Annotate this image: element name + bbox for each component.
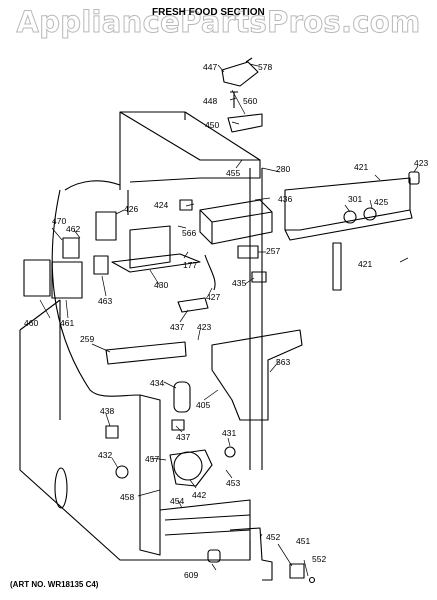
callout-454: 454: [170, 496, 184, 506]
part-463-block: [93, 255, 109, 275]
cabinet-left-opening: [54, 467, 68, 509]
part-431-grommet: [224, 446, 236, 458]
cabinet-frame-top-rail: [200, 159, 261, 179]
callout-437-upper: 437: [170, 322, 184, 332]
part-259-tube: [105, 341, 187, 365]
callout-427: 427: [206, 292, 220, 302]
art-number: (ART NO. WR18135 C4): [10, 580, 99, 589]
callout-450: 450: [205, 120, 219, 130]
part-552-screw: [308, 576, 316, 584]
part-421-small: [332, 242, 342, 291]
callout-462: 462: [66, 224, 80, 234]
callout-257: 257: [266, 246, 280, 256]
callout-430: 430: [154, 280, 168, 290]
part-448-screw: [230, 91, 238, 108]
part-435-clip: [251, 271, 267, 283]
callout-470: 470: [52, 216, 66, 226]
part-425-knob: [363, 207, 377, 221]
callout-423-mid: 423: [197, 322, 211, 332]
callout-424: 424: [154, 200, 168, 210]
part-430-bracket: [129, 225, 171, 269]
callout-437-lower: 437: [176, 432, 190, 442]
part-424-clip: [179, 199, 193, 211]
cabinet-bottom-channel: [164, 514, 251, 536]
callout-566: 566: [182, 228, 196, 238]
callout-421-top: 421: [354, 162, 368, 172]
part-452-bracket: [229, 527, 273, 581]
leader-lines: [39, 63, 419, 577]
part-442-bracket: [169, 449, 213, 487]
part-405-duct: [211, 329, 303, 421]
callout-426: 426: [124, 204, 138, 214]
callout-457: 457: [145, 454, 159, 464]
callout-560: 560: [243, 96, 257, 106]
part-421-panel-edge: [284, 209, 413, 241]
part-462-block: [62, 237, 80, 259]
callout-552: 552: [312, 554, 326, 564]
callout-421-right: 421: [358, 259, 372, 269]
cabinet-left-wall: [119, 112, 186, 190]
callout-463: 463: [98, 296, 112, 306]
part-436-face: [199, 209, 273, 244]
callout-423-top: 423: [414, 158, 428, 168]
callout-435: 435: [232, 278, 246, 288]
part-437-lower: [171, 419, 185, 431]
part-434-grille: [173, 381, 191, 413]
callout-461: 461: [60, 318, 74, 328]
part-426-block: [95, 211, 117, 241]
part-432-lamp: [115, 465, 129, 479]
callout-425: 425: [374, 197, 388, 207]
cabinet-floor: [159, 499, 251, 560]
cabinet-side-panel-inner: [19, 299, 61, 420]
callout-labels: 447 578 448 560 450 280 455 421 423 436 …: [24, 62, 428, 580]
part-609-clip: [207, 549, 221, 563]
callout-431: 431: [222, 428, 236, 438]
part-437-pad: [177, 297, 209, 313]
callout-280: 280: [276, 164, 290, 174]
part-461-block: [51, 261, 83, 299]
part-436-housing: [199, 199, 273, 245]
callout-432: 432: [98, 450, 112, 460]
callout-177: 177: [183, 260, 197, 270]
part-451-bracket: [289, 563, 305, 579]
part-450-bracket: [227, 113, 263, 133]
harness-wire-top: [64, 180, 121, 191]
part-438-button: [105, 425, 119, 439]
callout-455: 455: [226, 168, 240, 178]
callout-609: 609: [184, 570, 198, 580]
callout-434: 434: [150, 378, 164, 388]
cabinet-right-mullion: [249, 168, 263, 470]
part-578-screw: [245, 57, 253, 63]
part-430-base: [111, 253, 201, 273]
watermark: AppliancePartsPros.com: [16, 5, 421, 40]
callout-259: 259: [80, 334, 94, 344]
diagram-title: FRESH FOOD SECTION: [152, 7, 265, 18]
callout-442: 442: [192, 490, 206, 500]
callout-436: 436: [278, 194, 292, 204]
part-460-block: [23, 259, 51, 297]
callout-438: 438: [100, 406, 114, 416]
part-301-knob: [343, 210, 357, 224]
part-442-fan: [173, 451, 203, 481]
harness-wire-left: [51, 189, 141, 397]
callout-563: 563: [276, 357, 290, 367]
callout-301: 301: [348, 194, 362, 204]
cabinet-side-panel: [19, 330, 251, 561]
callout-460: 460: [24, 318, 38, 328]
callout-453: 453: [226, 478, 240, 488]
cabinet-back-wall: [127, 177, 201, 215]
callout-447: 447: [203, 62, 217, 72]
callout-448: 448: [203, 96, 217, 106]
callout-452: 452: [266, 532, 280, 542]
part-257-clip: [237, 245, 259, 259]
callout-458: 458: [120, 492, 134, 502]
cabinet-inner-liner: [139, 394, 161, 556]
callout-578: 578: [258, 62, 272, 72]
part-427-harness: [204, 254, 216, 291]
part-447-cap: [221, 61, 259, 87]
callout-451: 451: [296, 536, 310, 546]
cabinet-top-edge: [119, 111, 261, 161]
callout-405: 405: [196, 400, 210, 410]
